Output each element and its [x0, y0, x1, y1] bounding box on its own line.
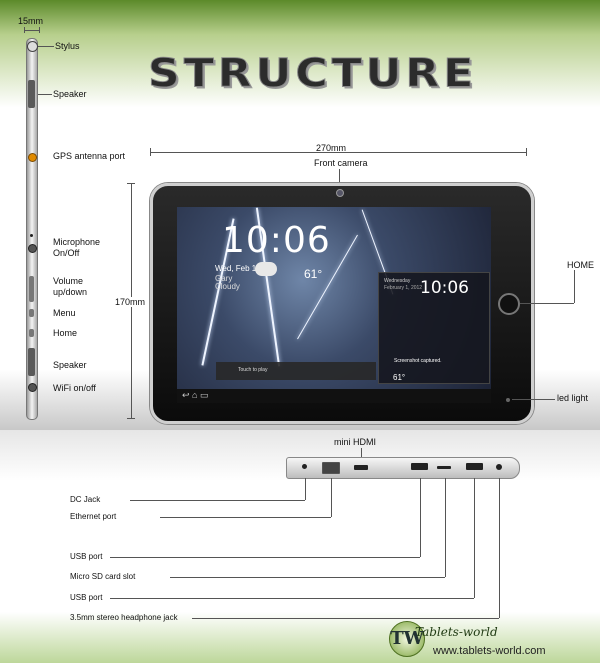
stylus-slot	[27, 41, 38, 52]
logo-name: Tablets-world	[415, 625, 498, 639]
side-width-tick-left	[24, 27, 25, 33]
height-tick-top	[127, 183, 135, 184]
side-width-dimension: 15mm	[18, 16, 44, 26]
led-light-label: led light	[557, 393, 589, 403]
system-nav-bar	[177, 389, 491, 403]
volume-label: Volume	[53, 276, 84, 286]
widget-clock: 10:06	[420, 278, 469, 298]
led-light	[506, 398, 510, 402]
screen-place: Gary	[215, 274, 233, 283]
ethernet-port	[322, 462, 340, 474]
mini-hdmi-label: mini HDMI	[334, 437, 376, 447]
microsd-leader-v	[445, 478, 446, 577]
usb-port-1	[411, 463, 428, 470]
headphone-label: 3.5mm stereo headphone jack	[70, 613, 178, 622]
dc-jack-port	[302, 464, 307, 469]
speaker-bottom-label: Speaker	[53, 360, 87, 370]
mini-hdmi-leader	[361, 448, 362, 462]
headphone-jack	[496, 464, 502, 470]
usb1-leader-v	[420, 478, 421, 557]
width-dimension-label: 270mm	[316, 143, 347, 153]
headphone-leader-v	[499, 478, 500, 618]
menu-button	[29, 309, 34, 317]
usb2-leader	[110, 598, 474, 599]
headphone-leader	[192, 618, 499, 619]
ethernet-leader	[160, 517, 331, 518]
ethernet-leader-v	[331, 478, 332, 517]
widget-date: February 1, 2012	[384, 285, 423, 291]
usb-port-2	[466, 463, 483, 470]
tablet-side-body	[26, 38, 38, 420]
updown-label: up/down	[53, 287, 88, 297]
usb2-label: USB port	[70, 593, 103, 602]
speaker-top-grille	[28, 80, 35, 108]
site-url: www.tablets-world.com	[433, 645, 546, 657]
led-leader	[512, 399, 555, 400]
width-dimension-line	[150, 152, 526, 153]
dc-jack-leader-v	[305, 478, 306, 500]
mini-hdmi-port	[354, 465, 368, 470]
ethernet-label: Ethernet port	[70, 512, 117, 521]
gps-label: GPS antenna port	[53, 151, 126, 161]
speaker-bottom-grille	[28, 348, 35, 376]
clock-widget	[378, 272, 490, 384]
onoff-label: On/Off	[53, 248, 80, 258]
home-button[interactable]	[498, 293, 520, 315]
volume-rocker	[29, 276, 34, 302]
height-tick-bottom	[127, 418, 135, 419]
height-dimension-label: 170mm	[115, 297, 146, 307]
home-side-button	[29, 329, 34, 337]
home-label: HOME	[567, 260, 594, 270]
usb1-label: USB port	[70, 552, 103, 561]
cloud-icon	[255, 262, 277, 276]
notification-temperature: 61°	[393, 373, 406, 382]
tablet-edge-ports	[286, 457, 520, 479]
microphone-label: Microphone	[53, 237, 101, 247]
wifi-label: WiFi on/off	[53, 383, 96, 393]
gps-port	[28, 153, 37, 162]
microsd-label: Micro SD card slot	[70, 572, 136, 581]
speaker-top-leader	[38, 94, 52, 95]
usb1-leader	[110, 557, 420, 558]
page-title: STRUCTURE	[147, 50, 478, 97]
stylus-leader	[38, 46, 54, 47]
microsd-leader	[170, 577, 445, 578]
wifi-switch	[28, 383, 37, 392]
back-icon: ↩ ⌂ ▭	[182, 390, 209, 400]
front-camera-label: Front camera	[314, 158, 368, 168]
screen-condition: Cloudy	[215, 282, 240, 291]
dc-jack-label: DC Jack	[70, 495, 101, 504]
widget-day: Wednesday	[384, 278, 411, 284]
menu-label: Menu	[53, 308, 76, 318]
notification-text: Screenshot captured.	[394, 358, 442, 364]
screen-date: Wed, Feb 1	[215, 264, 257, 273]
home-leader-v	[574, 270, 575, 303]
home-side-label: Home	[53, 328, 78, 338]
dc-jack-leader	[130, 500, 305, 501]
stylus-label: Stylus	[55, 41, 80, 51]
music-card	[216, 362, 376, 380]
usb2-leader-v	[474, 478, 475, 598]
microphone-hole	[30, 234, 33, 237]
width-tick-right	[526, 148, 527, 156]
speaker-top-label: Speaker	[53, 89, 87, 99]
side-width-tick-right	[39, 27, 40, 33]
screen-temperature: 61°	[304, 267, 323, 281]
home-screen-clock: 10:06	[222, 220, 331, 261]
touch-to-play: Touch to play	[238, 367, 268, 373]
power-button	[28, 244, 37, 253]
micro-sd-slot	[437, 466, 451, 469]
tablets-world-logo: TW	[389, 621, 425, 657]
side-width-line	[24, 30, 40, 31]
front-camera	[336, 189, 344, 197]
home-leader	[520, 303, 574, 304]
front-camera-leader	[339, 169, 340, 189]
width-tick-left	[150, 148, 151, 156]
